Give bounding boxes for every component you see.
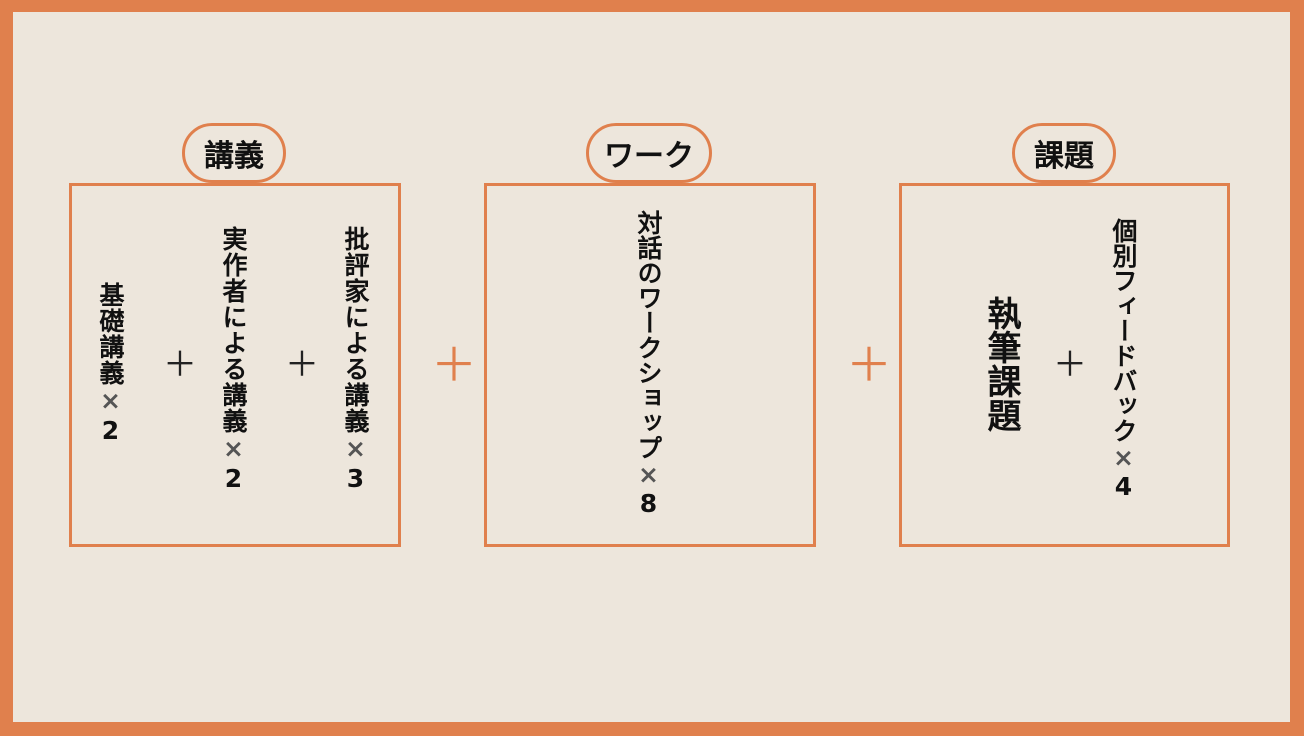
practitioner-lecture-label: 実作者による講義	[219, 226, 248, 434]
times-icon: ×	[341, 434, 370, 464]
workshop-item: 対話のワークショップ×8	[634, 210, 663, 518]
work-tab: ワーク	[586, 123, 712, 183]
lecture-plus-1: ＋	[163, 345, 197, 385]
work-box	[484, 183, 816, 547]
task-tab-label: 課題	[1034, 139, 1094, 174]
basic-lecture-count: 2	[96, 416, 125, 446]
times-icon: ×	[96, 386, 125, 416]
lecture-tab: 講義	[182, 123, 286, 183]
task-box	[899, 183, 1230, 547]
feedback-count: 4	[1109, 472, 1138, 501]
lecture-plus-2: ＋	[285, 345, 319, 385]
practitioner-lecture-count: 2	[219, 464, 248, 494]
task-tab: 課題	[1012, 123, 1116, 183]
work-tab-label: ワーク	[604, 139, 694, 174]
critic-lecture-label: 批評家による講義	[341, 226, 370, 434]
feedback-label: 個別フィードバック	[1109, 218, 1138, 443]
times-icon: ×	[219, 434, 248, 464]
writing-task-label: 執筆課題	[981, 296, 1021, 432]
task-plus: ＋	[1053, 345, 1087, 385]
critic-lecture-count: 3	[341, 464, 370, 494]
section-plus-2: ＋	[846, 338, 892, 392]
section-plus-1: ＋	[431, 338, 477, 392]
lecture-box	[69, 183, 401, 547]
basic-lecture-label: 基礎講義	[96, 282, 125, 386]
basic-lecture-item: 基礎講義×2	[96, 282, 125, 446]
practitioner-lecture-item: 実作者による講義×2	[219, 226, 248, 494]
critic-lecture-item: 批評家による講義×3	[341, 226, 370, 494]
workshop-label: 対話のワークショップ	[634, 210, 663, 460]
times-icon: ×	[634, 460, 663, 489]
writing-task-item: 執筆課題	[981, 296, 1021, 432]
workshop-count: 8	[634, 489, 663, 518]
times-icon: ×	[1109, 443, 1138, 472]
lecture-tab-label: 講義	[204, 139, 264, 174]
feedback-item: 個別フィードバック×4	[1109, 218, 1138, 501]
